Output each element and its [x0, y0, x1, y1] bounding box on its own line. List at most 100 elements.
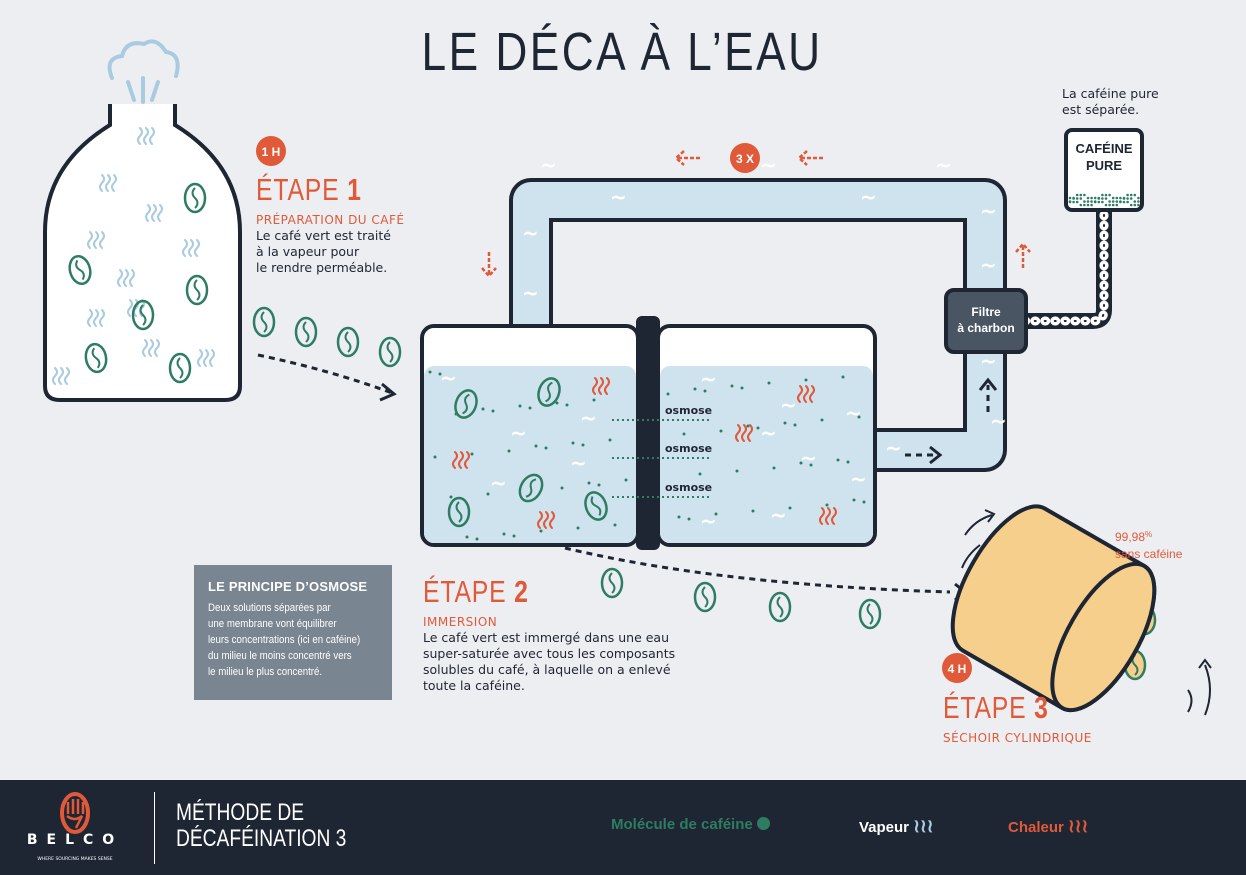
caffeine-molecule: [1083, 200, 1086, 203]
caffeine-molecule: [767, 381, 771, 385]
water-wave: ~: [540, 153, 557, 177]
caffeine-molecule: [1115, 196, 1119, 200]
cycle-badge: [730, 143, 760, 173]
step1-subtitle: PRÉPARATION DU CAFÉ: [256, 213, 405, 227]
coffee-bean-icon: [584, 491, 608, 521]
steam-icon: [87, 309, 93, 327]
pure-caffeine-note: est séparée.: [1062, 102, 1139, 117]
steam-icon: [129, 269, 135, 287]
heat-icon: [747, 424, 753, 442]
caffeine-molecule: [534, 444, 538, 448]
steam-bottle: [43, 104, 242, 402]
water-wave: ~: [935, 153, 952, 177]
steam-icon: [182, 239, 188, 257]
steam-icon: [52, 367, 58, 385]
filter-label: Filtre: [971, 305, 1001, 319]
step1-title: ÉTAPE 1: [256, 172, 362, 207]
caffeine-molecule: [512, 534, 516, 538]
caffeine-molecule: [1086, 196, 1090, 200]
caffeine-molecule: [1133, 203, 1137, 207]
caffeine-molecule: [841, 375, 845, 379]
steam-icon: [123, 269, 129, 287]
coffee-bean-icon: [185, 274, 209, 306]
heat-icon: [537, 511, 543, 529]
caffeine-molecule: [1111, 203, 1115, 207]
water-wave: ~: [570, 451, 587, 475]
caffeine-molecule: [820, 418, 824, 422]
caffeine-molecule: [592, 398, 596, 402]
pure-caffeine-box: [1064, 128, 1144, 212]
steam-icon: [137, 127, 143, 145]
caffeine-molecule: [1104, 203, 1108, 207]
caffeine-molecule: [1137, 200, 1140, 203]
osmose-box-text: leurs concentrations (ici en caféine): [208, 634, 361, 646]
pure-caffeine-note: La caféine pure: [1062, 86, 1159, 101]
caffeine-molecule: [449, 495, 453, 499]
steam-icon: [99, 231, 105, 249]
water-wave: ~: [440, 366, 457, 390]
coffee-bean-icon: [600, 567, 624, 599]
steam-icon: [117, 269, 123, 287]
heat-icon: [735, 424, 741, 442]
water-wave: ~: [700, 367, 717, 391]
caffeine-molecule: [1093, 200, 1097, 203]
caffeine-molecule: [1119, 196, 1122, 200]
steam-icon: [99, 174, 105, 192]
steam-icon: [127, 299, 133, 317]
step1-desc: Le café vert est traité: [256, 228, 391, 243]
cylindrical-dryer: [950, 504, 1157, 713]
caffeine-molecule: [1126, 197, 1129, 200]
steam-icon: [188, 239, 194, 257]
caffeine-molecule: [799, 461, 803, 465]
membrane: [636, 316, 660, 550]
caffeine-molecule: [1137, 196, 1140, 200]
step2-desc: super-saturée avec tous les composants: [423, 646, 676, 661]
water-wave: ~: [760, 421, 777, 445]
osmose-box-title: LE PRINCIPE D’OSMOSE: [208, 579, 368, 594]
caffeine-molecule: [613, 523, 617, 527]
water-wave: ~: [490, 471, 507, 495]
caffeine-molecule: [1097, 196, 1101, 200]
caffeine-molecule: [1086, 200, 1090, 203]
coffee-bean-icon: [537, 377, 561, 407]
osmose-box-text: une membrane vont équilibrer: [208, 618, 337, 630]
caffeine-molecule: [1090, 196, 1093, 200]
osmose-label: osmose: [665, 481, 712, 494]
coffee-bean-icon: [693, 581, 717, 613]
caffeine-molecule: [1093, 196, 1097, 200]
caffeine-molecule: [555, 401, 559, 405]
caffeine-molecule: [862, 500, 866, 504]
steam-icon: [151, 204, 157, 222]
pure-caffeine-label: PURE: [1086, 158, 1122, 173]
caffeine-molecule: [1075, 197, 1079, 200]
caffeine-molecule: [1072, 200, 1075, 204]
water-wave: ~: [580, 406, 597, 430]
decaf-label: sans caféine: [1115, 547, 1183, 561]
caffeine-molecule: [1097, 200, 1101, 204]
caffeine-molecule: [693, 387, 697, 391]
caffeine-molecule: [746, 424, 750, 428]
caffeine-molecule: [714, 512, 718, 516]
caffeine-molecule: [1068, 200, 1072, 203]
caffeine-molecule: [1101, 200, 1104, 204]
caffeine-molecule: [1115, 200, 1119, 203]
osmose-label: osmose: [665, 404, 712, 417]
step1-desc: à la vapeur pour: [256, 244, 360, 259]
cycle-badge-text: 3 X: [736, 152, 754, 166]
steam-icon: [105, 174, 111, 192]
step3-badge: [942, 653, 972, 683]
coffee-bean-icon: [68, 254, 92, 286]
osmose-box-text: du milieu le moins concentré vers: [208, 650, 352, 662]
caffeine-molecule: [1119, 200, 1122, 203]
caffeine-molecule: [1104, 193, 1108, 197]
water-wave: ~: [845, 401, 862, 425]
steam-icon: [194, 239, 200, 257]
bean-path-arrow: [257, 353, 990, 594]
steam-icon: [203, 349, 209, 367]
water-wave: ~: [510, 421, 527, 445]
step2-desc: solubles du café, à laquelle on a enlevé: [423, 662, 671, 677]
caffeine-molecule: [1111, 196, 1115, 200]
heat-icon: [825, 507, 831, 525]
caffeine-molecule: [756, 426, 760, 430]
